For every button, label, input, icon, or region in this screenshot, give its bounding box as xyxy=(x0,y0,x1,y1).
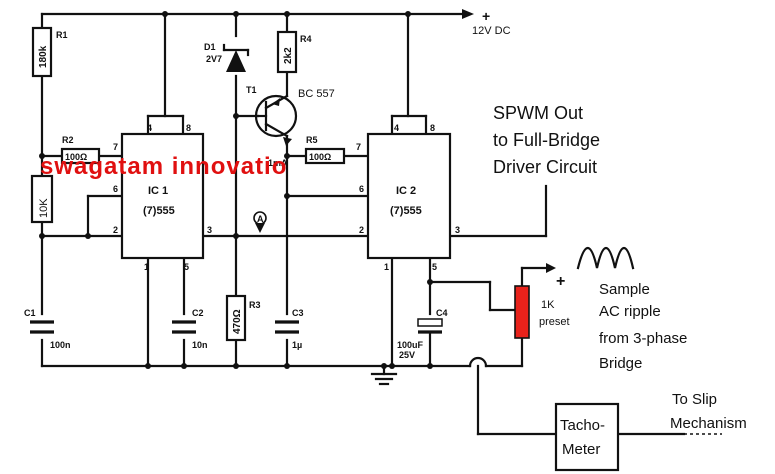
r3-label: R3 xyxy=(249,300,261,310)
tacho-line-1: Tacho- xyxy=(560,417,605,434)
tachometer-box xyxy=(554,402,620,472)
r1-resistor xyxy=(31,26,53,78)
c4-value: 100uF xyxy=(397,340,424,350)
ripple-line-1: Sample xyxy=(599,281,650,298)
ic2-pin-4: 4 xyxy=(394,123,399,133)
slip-line-2: Mechanism xyxy=(670,415,747,432)
ic1-name: IC 1 xyxy=(148,185,168,197)
ic1-pin-1: 1 xyxy=(144,262,149,272)
ic1-pin-5: 5 xyxy=(184,262,189,272)
r4-label: R4 xyxy=(300,34,312,44)
c2-capacitor xyxy=(172,320,196,334)
r1-value: 180k xyxy=(38,45,49,68)
r5-resistor xyxy=(304,147,346,165)
c2-label: C2 xyxy=(192,308,204,318)
spwm-line-3: Driver Circuit xyxy=(493,157,597,177)
ripple-line-3: from 3-phase xyxy=(599,330,687,347)
ripple-line-4: Bridge xyxy=(599,355,642,372)
spwm-line-2: to Full-Bridge xyxy=(493,130,600,150)
supply-plus: + xyxy=(482,8,490,24)
r5-value: 100Ω xyxy=(309,152,331,162)
supply-voltage: 12V DC xyxy=(472,25,511,37)
ic2-pin-8: 8 xyxy=(430,123,435,133)
r4-resistor xyxy=(276,30,298,74)
ic2-pin-7: 7 xyxy=(356,142,361,152)
d1-label: D1 xyxy=(204,42,216,52)
c4-voltage: 25V xyxy=(399,350,415,360)
preset-plus: + xyxy=(556,273,565,290)
tacho-line-2: Meter xyxy=(562,441,600,458)
r1-label: R1 xyxy=(56,30,68,40)
ic2-pin-2: 2 xyxy=(359,225,364,235)
c1-value: 100n xyxy=(50,340,71,350)
c3-label: C3 xyxy=(292,308,304,318)
ic2-box xyxy=(366,132,452,260)
preset-1k xyxy=(514,285,530,339)
test-point-a-marker xyxy=(253,211,267,233)
slip-line-1: To Slip xyxy=(672,391,717,408)
spwm-line-1: SPWM Out xyxy=(493,103,583,123)
d1-value: 2V7 xyxy=(206,54,222,64)
r4-value: 2k2 xyxy=(283,47,294,64)
r3-resistor xyxy=(225,294,247,342)
c3-capacitor xyxy=(275,320,299,334)
ic2-pin-5: 5 xyxy=(432,262,437,272)
transistor-t1 xyxy=(254,94,298,146)
c1-capacitor xyxy=(30,320,54,334)
ic1-pin-3: 3 xyxy=(207,225,212,235)
r2-resistor xyxy=(60,147,101,165)
preset-value: 1K xyxy=(541,299,555,311)
c2-value: 10n xyxy=(192,340,208,350)
ic1-pin-6: 6 xyxy=(113,184,118,194)
ic1-pin-2: 2 xyxy=(113,225,118,235)
ic1-pin-4: 4 xyxy=(147,123,152,133)
ic1-pin-8: 8 xyxy=(186,123,191,133)
r2-label: R2 xyxy=(62,135,74,145)
ic2-pin-3: 3 xyxy=(455,225,460,235)
watermark: swagatam innovatio xyxy=(40,153,287,180)
ic2-pin-6: 6 xyxy=(359,184,364,194)
r3-value: 470Ω xyxy=(232,309,243,334)
c4-label: C4 xyxy=(436,308,448,318)
c3-value: 1µ xyxy=(292,340,302,350)
t1-model: BC 557 xyxy=(298,88,335,100)
ic2-name: IC 2 xyxy=(396,185,416,197)
zener-diode-d1 xyxy=(222,43,250,72)
test-point-a-label: A xyxy=(257,214,264,224)
r5-label: R5 xyxy=(306,135,318,145)
t1-label: T1 xyxy=(246,85,257,95)
ic1-pin-7: 7 xyxy=(113,142,118,152)
ic1-type: (7)555 xyxy=(143,205,175,217)
ic2-pin-1: 1 xyxy=(384,262,389,272)
current-label: 1mA xyxy=(268,158,288,168)
ripple-waveform xyxy=(576,246,635,270)
r-10k-value: 10K xyxy=(38,198,50,218)
junction-dots xyxy=(39,11,433,369)
ic1-box xyxy=(120,132,205,260)
c1-label: C1 xyxy=(24,308,36,318)
c4-capacitor xyxy=(417,318,443,368)
ic2-type: (7)555 xyxy=(390,205,422,217)
r2-value: 100Ω xyxy=(65,152,87,162)
ripple-line-2: AC ripple xyxy=(599,303,661,320)
preset-label: preset xyxy=(539,316,570,328)
r-10k-resistor xyxy=(30,174,54,224)
